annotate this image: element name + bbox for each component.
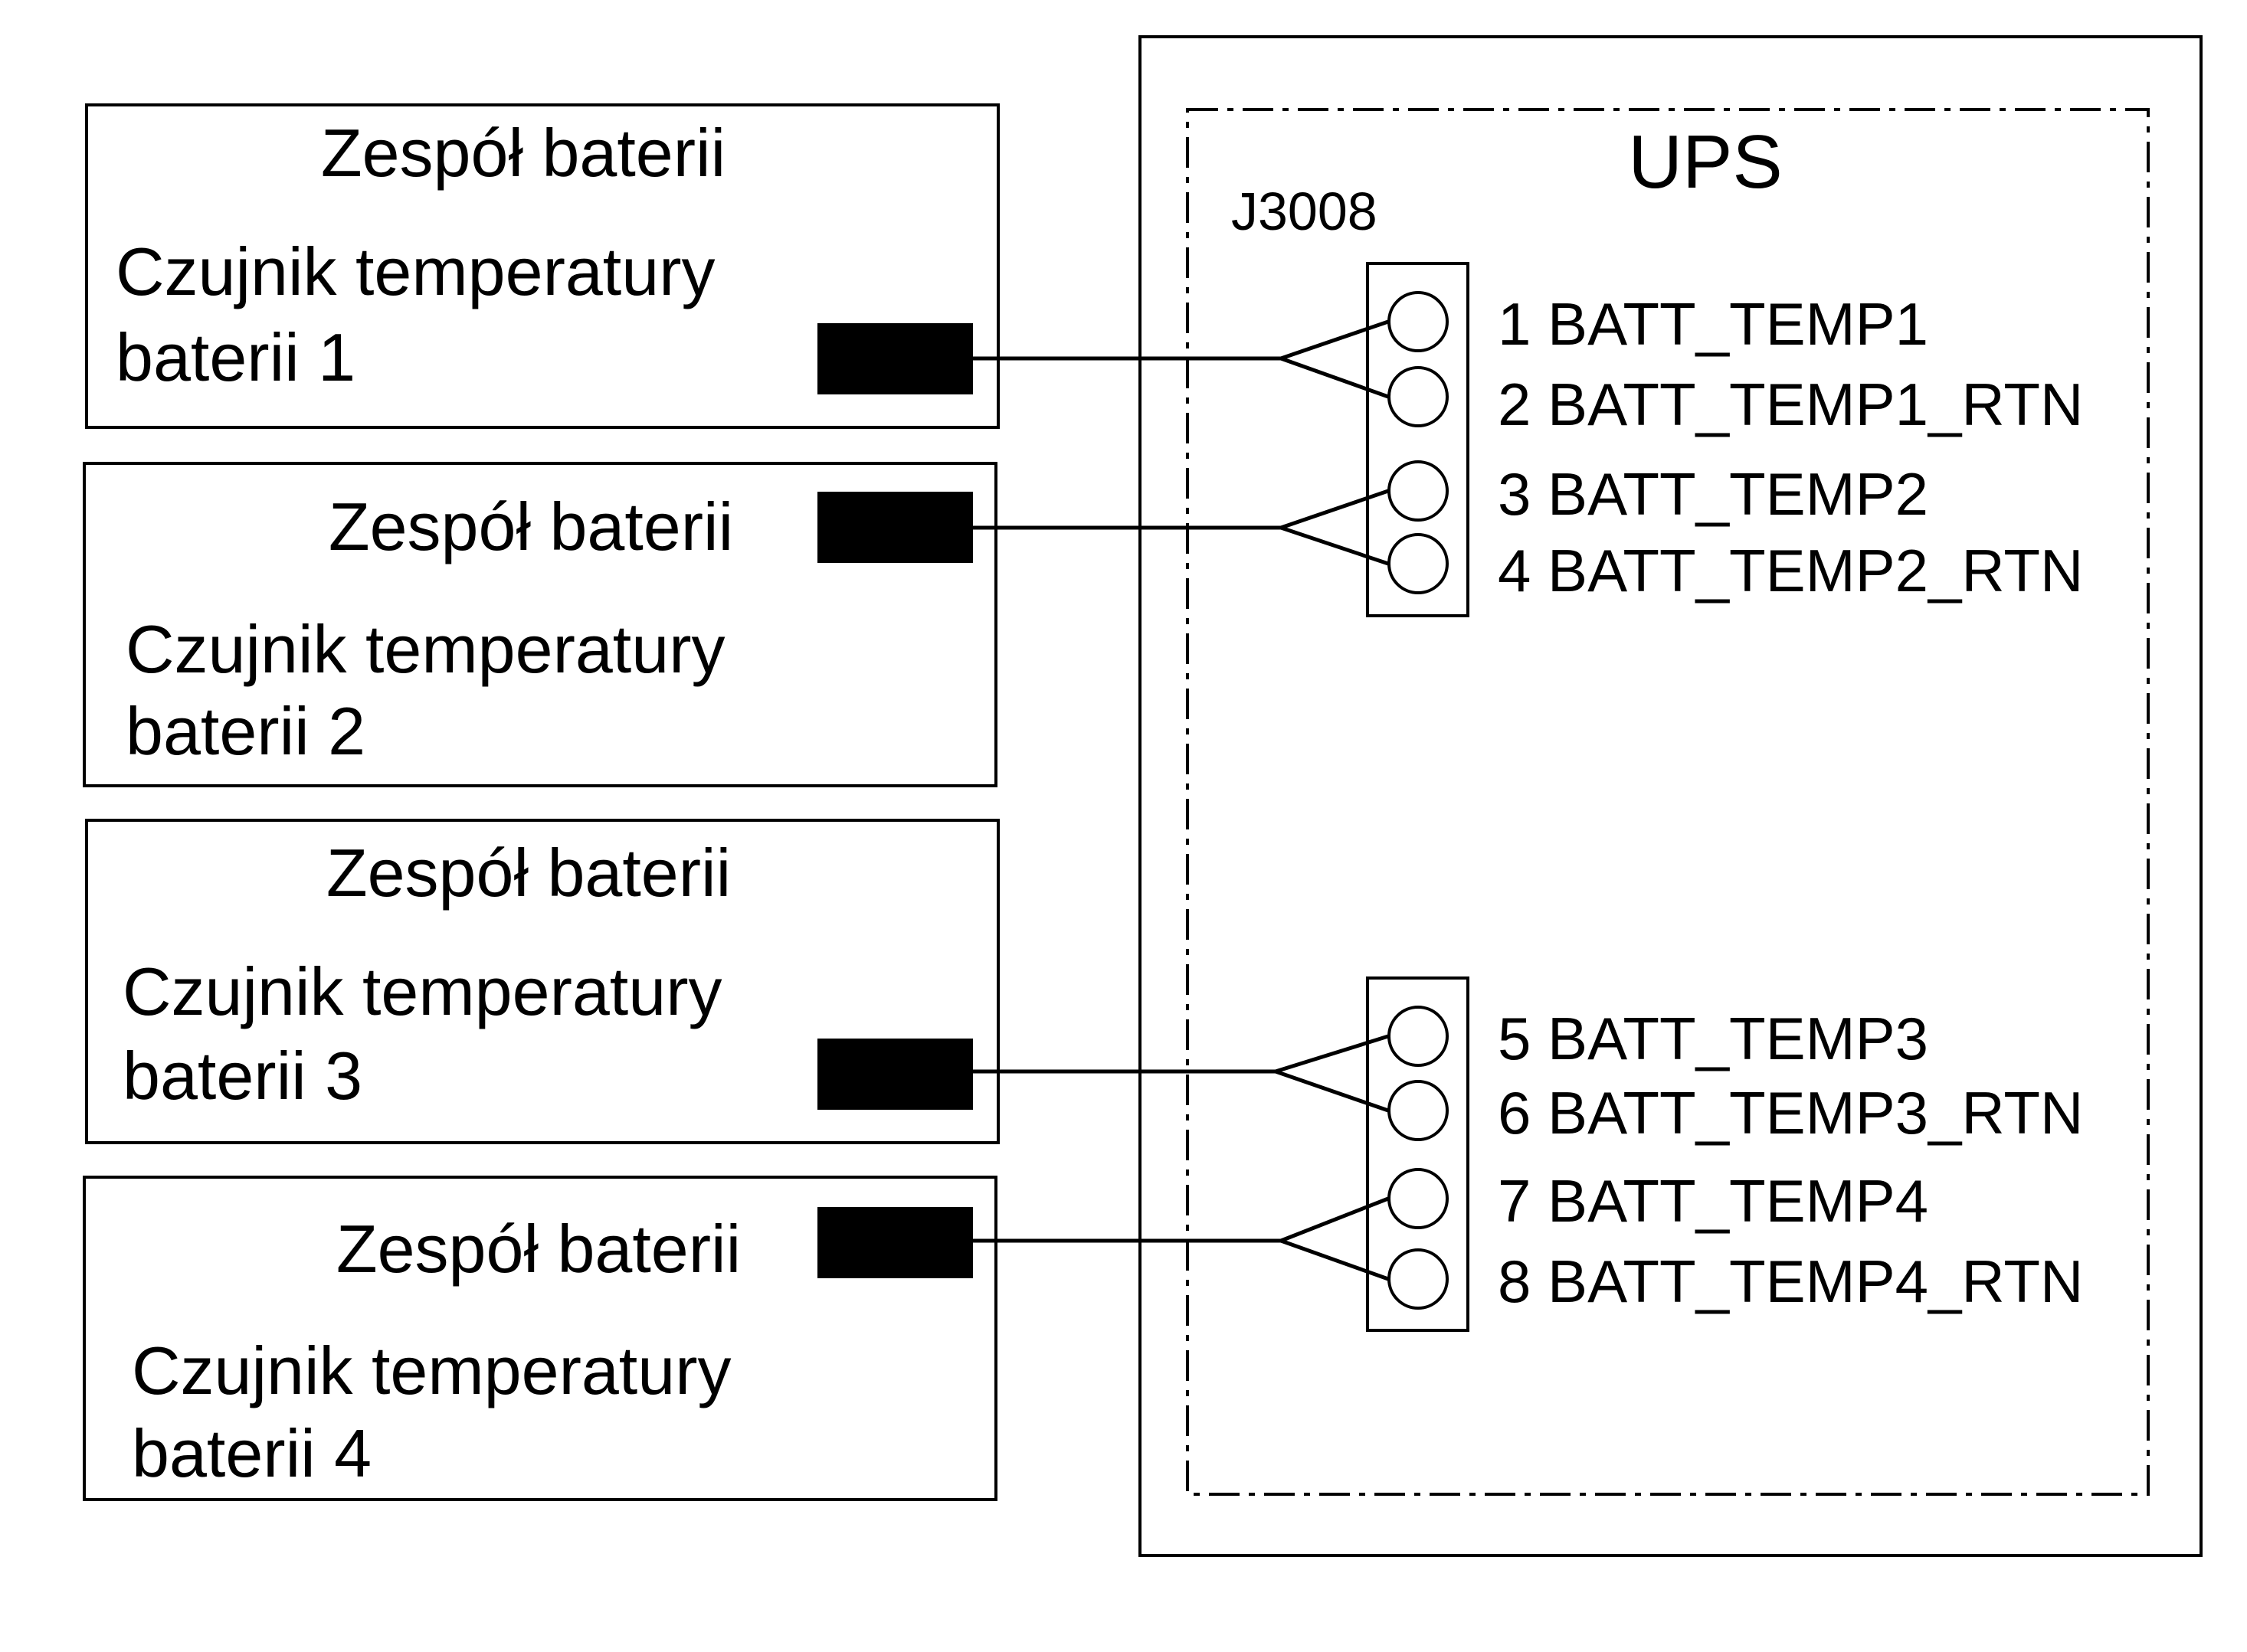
connector-housing-lower xyxy=(1366,976,1469,1332)
battery-pack-1-sensor-line1: Czujnik temperatury xyxy=(116,234,716,309)
pin-1-circle xyxy=(1387,291,1449,352)
connector-housing-upper xyxy=(1366,262,1469,617)
battery-pack-3-frame xyxy=(85,819,1000,1144)
pin-2-circle xyxy=(1387,366,1449,427)
battery-pack-3-sensor-line2: baterii 3 xyxy=(123,1038,362,1114)
battery-pack-3-title: Zespół baterii xyxy=(326,835,731,911)
ups-inner-dashed-frame xyxy=(1186,108,2150,1496)
pin-6-circle xyxy=(1387,1080,1449,1141)
battery-pack-2-sensor-line1: Czujnik temperatury xyxy=(126,611,726,687)
wire-sensor-4 xyxy=(973,1196,1389,1281)
pin-6-label: 6 BATT_TEMP3_RTN xyxy=(1498,1079,2083,1147)
connector-label: J3008 xyxy=(1231,182,1377,241)
pin-8-label: 8 BATT_TEMP4_RTN xyxy=(1498,1248,2083,1315)
pin-4-label: 4 BATT_TEMP2_RTN xyxy=(1498,537,2083,604)
battery-pack-4-title: Zespół baterii xyxy=(336,1211,741,1287)
pin-2-label: 2 BATT_TEMP1_RTN xyxy=(1498,371,2083,438)
temp-sensor-1-block xyxy=(817,323,973,394)
ups-unit: UPS J3008 xyxy=(973,35,2203,1557)
pin-8-circle xyxy=(1387,1248,1449,1310)
battery-pack-2: Zespół baterii Czujnik temperatury bater… xyxy=(83,462,997,787)
ups-title: UPS xyxy=(1628,119,1783,204)
pin-5-label: 5 BATT_TEMP3 xyxy=(1498,1005,1928,1072)
battery-pack-2-frame xyxy=(83,462,997,787)
temp-sensor-3-block xyxy=(817,1039,973,1110)
battery-pack-1-frame xyxy=(85,103,1000,429)
battery-pack-3-sensor-line1: Czujnik temperatury xyxy=(123,954,722,1029)
temp-sensor-2-block xyxy=(817,492,973,563)
battery-pack-4: Zespół baterii Czujnik temperatury bater… xyxy=(83,1176,997,1501)
pin-1-label: 1 BATT_TEMP1 xyxy=(1498,290,1928,358)
wire-sensor-3 xyxy=(973,1034,1389,1113)
pin-4-circle xyxy=(1387,533,1449,594)
pin-3-label: 3 BATT_TEMP2 xyxy=(1498,460,1928,528)
ups-outer-frame xyxy=(1138,35,2203,1557)
battery-pack-3: Zespół baterii Czujnik temperatury bater… xyxy=(85,819,1000,1144)
pin-3-circle xyxy=(1387,460,1449,522)
pin-7-circle xyxy=(1387,1168,1449,1229)
battery-pack-4-sensor-line2: baterii 4 xyxy=(132,1415,372,1491)
battery-pack-4-frame xyxy=(83,1176,997,1501)
battery-pack-1: Zespół baterii Czujnik temperatury bater… xyxy=(85,103,1000,429)
battery-pack-2-sensor-line2: baterii 2 xyxy=(126,693,365,769)
battery-pack-1-sensor-line2: baterii 1 xyxy=(116,319,355,395)
pin-7-label: 7 BATT_TEMP4 xyxy=(1498,1167,1928,1235)
temp-sensor-4-block xyxy=(817,1207,973,1278)
pin-5-circle xyxy=(1387,1006,1449,1067)
battery-pack-2-title: Zespół baterii xyxy=(329,489,733,564)
wire-sensor-1 xyxy=(973,319,1389,399)
battery-pack-1-title: Zespół baterii xyxy=(321,115,726,191)
wire-sensor-2 xyxy=(973,489,1389,566)
battery-pack-4-sensor-line1: Czujnik temperatury xyxy=(132,1333,732,1408)
